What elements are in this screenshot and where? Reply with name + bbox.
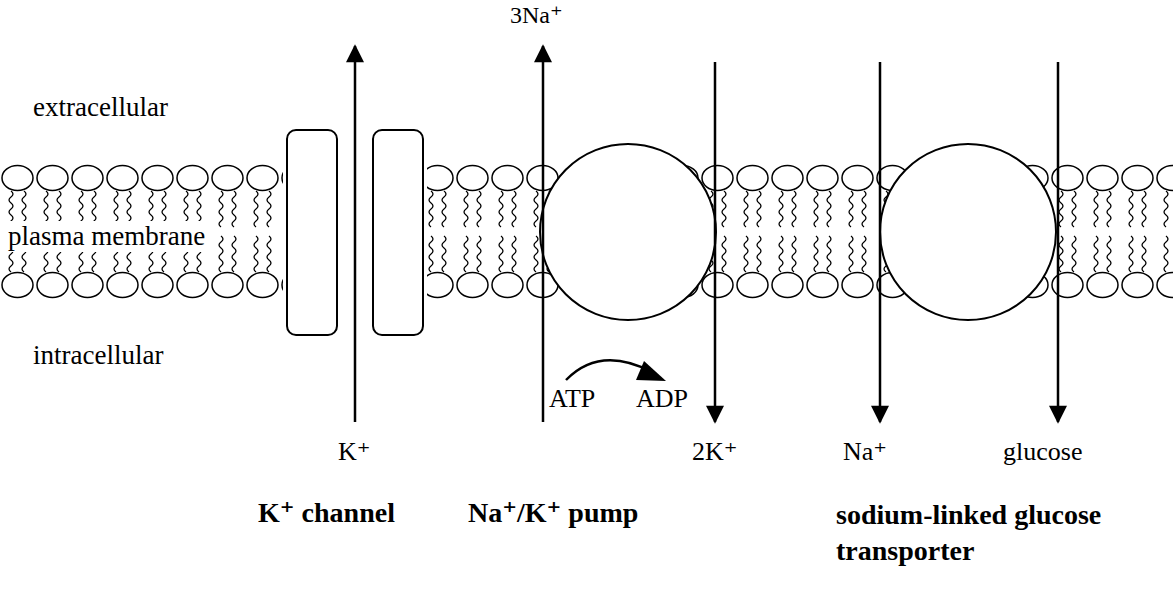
ion-label: Na⁺ — [843, 437, 887, 467]
molecule-label: ATP — [549, 384, 595, 414]
part-name: Na⁺/K⁺ pump — [468, 497, 638, 529]
molecule-label: glucose — [1003, 437, 1082, 467]
part-name: sodium-linked glucose transporter — [836, 497, 1156, 570]
ion-label: 3Na⁺ — [510, 2, 563, 30]
molecule-label: ADP — [636, 384, 688, 414]
region-label: intracellular — [33, 340, 163, 371]
part-name: K⁺ channel — [258, 497, 395, 529]
ion-label: 2K⁺ — [692, 437, 738, 467]
ion-label: K⁺ — [338, 437, 371, 467]
region-label: plasma membrane — [6, 221, 207, 252]
region-label: extracellular — [33, 92, 168, 123]
